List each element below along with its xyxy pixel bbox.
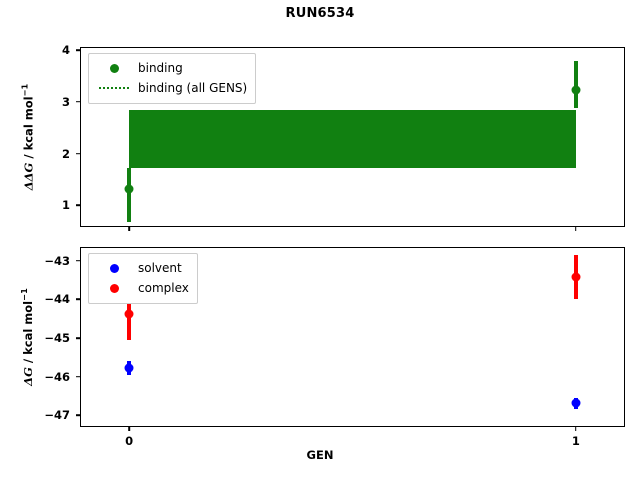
solvent-marker[interactable] [124,363,134,373]
bottom-legend[interactable]: solvent complex [88,253,198,304]
top-legend-marker-icon [97,63,131,73]
top-legend-entry[interactable]: binding (all GENS) [97,78,247,98]
binding-all-gens-band [129,109,576,168]
binding-marker[interactable] [571,85,581,95]
bottom-y-tick-mark [76,414,80,417]
bottom-y-tick-label: −47 [44,408,70,423]
bottom-x-tick-mark [575,427,577,431]
top-x-tick-mark [128,227,130,231]
top-y-tick-label: 3 [61,94,70,109]
top-y-tick-mark [76,49,80,51]
top-legend-dotted-line-icon [97,87,131,89]
binding-marker[interactable] [124,184,134,194]
bottom-y-tick-label: −44 [44,292,70,307]
top-legend[interactable]: binding binding (all GENS) [88,53,257,104]
x-axis-title: GEN [306,448,334,462]
bottom-legend-entry[interactable]: solvent [97,258,189,278]
top-y-tick-label: 2 [61,146,70,161]
bottom-y-tick-mark [76,259,80,262]
legend-swatch [99,87,129,89]
bottom-legend-label: complex [138,281,189,295]
bottom-y-tick-mark [76,375,80,378]
top-y-tick-label: 4 [61,43,70,58]
top-legend-label: binding (all GENS) [138,81,248,95]
top-x-tick-mark [575,227,577,231]
bottom-legend-entry[interactable]: complex [97,278,189,298]
bottom-x-tick-mark [128,427,130,431]
legend-swatch [109,283,119,293]
bottom-legend-marker-icon [97,263,131,273]
bottom-legend-label: solvent [138,261,182,275]
top-legend-label: binding [138,61,183,75]
bottom-y-tick-label: −45 [44,330,70,345]
bottom-y-tick-label: −46 [44,369,70,384]
figure-title: RUN6534 [285,6,355,21]
legend-swatch [109,63,119,73]
top-y-axis-symbol: ΔΔG [20,162,35,191]
top-legend-entry[interactable]: binding [97,58,247,78]
bottom-y-tick-mark [76,298,80,301]
top-y-tick-mark [76,152,80,155]
legend-swatch [109,263,119,273]
complex-marker[interactable] [571,272,581,282]
bottom-y-tick-label: −43 [44,253,70,268]
top-y-tick-label: 1 [61,198,70,213]
solvent-marker[interactable] [571,398,581,408]
complex-marker[interactable] [124,309,134,319]
top-y-tick-mark [76,204,80,207]
binding-errorbar [127,167,132,223]
bottom-legend-marker-icon [97,283,131,293]
x-tick-label: 0 [125,434,134,448]
bottom-y-tick-mark [76,337,80,339]
binding-errorbar [573,60,578,108]
top-y-tick-mark [76,101,80,103]
x-tick-label: 1 [571,434,580,448]
